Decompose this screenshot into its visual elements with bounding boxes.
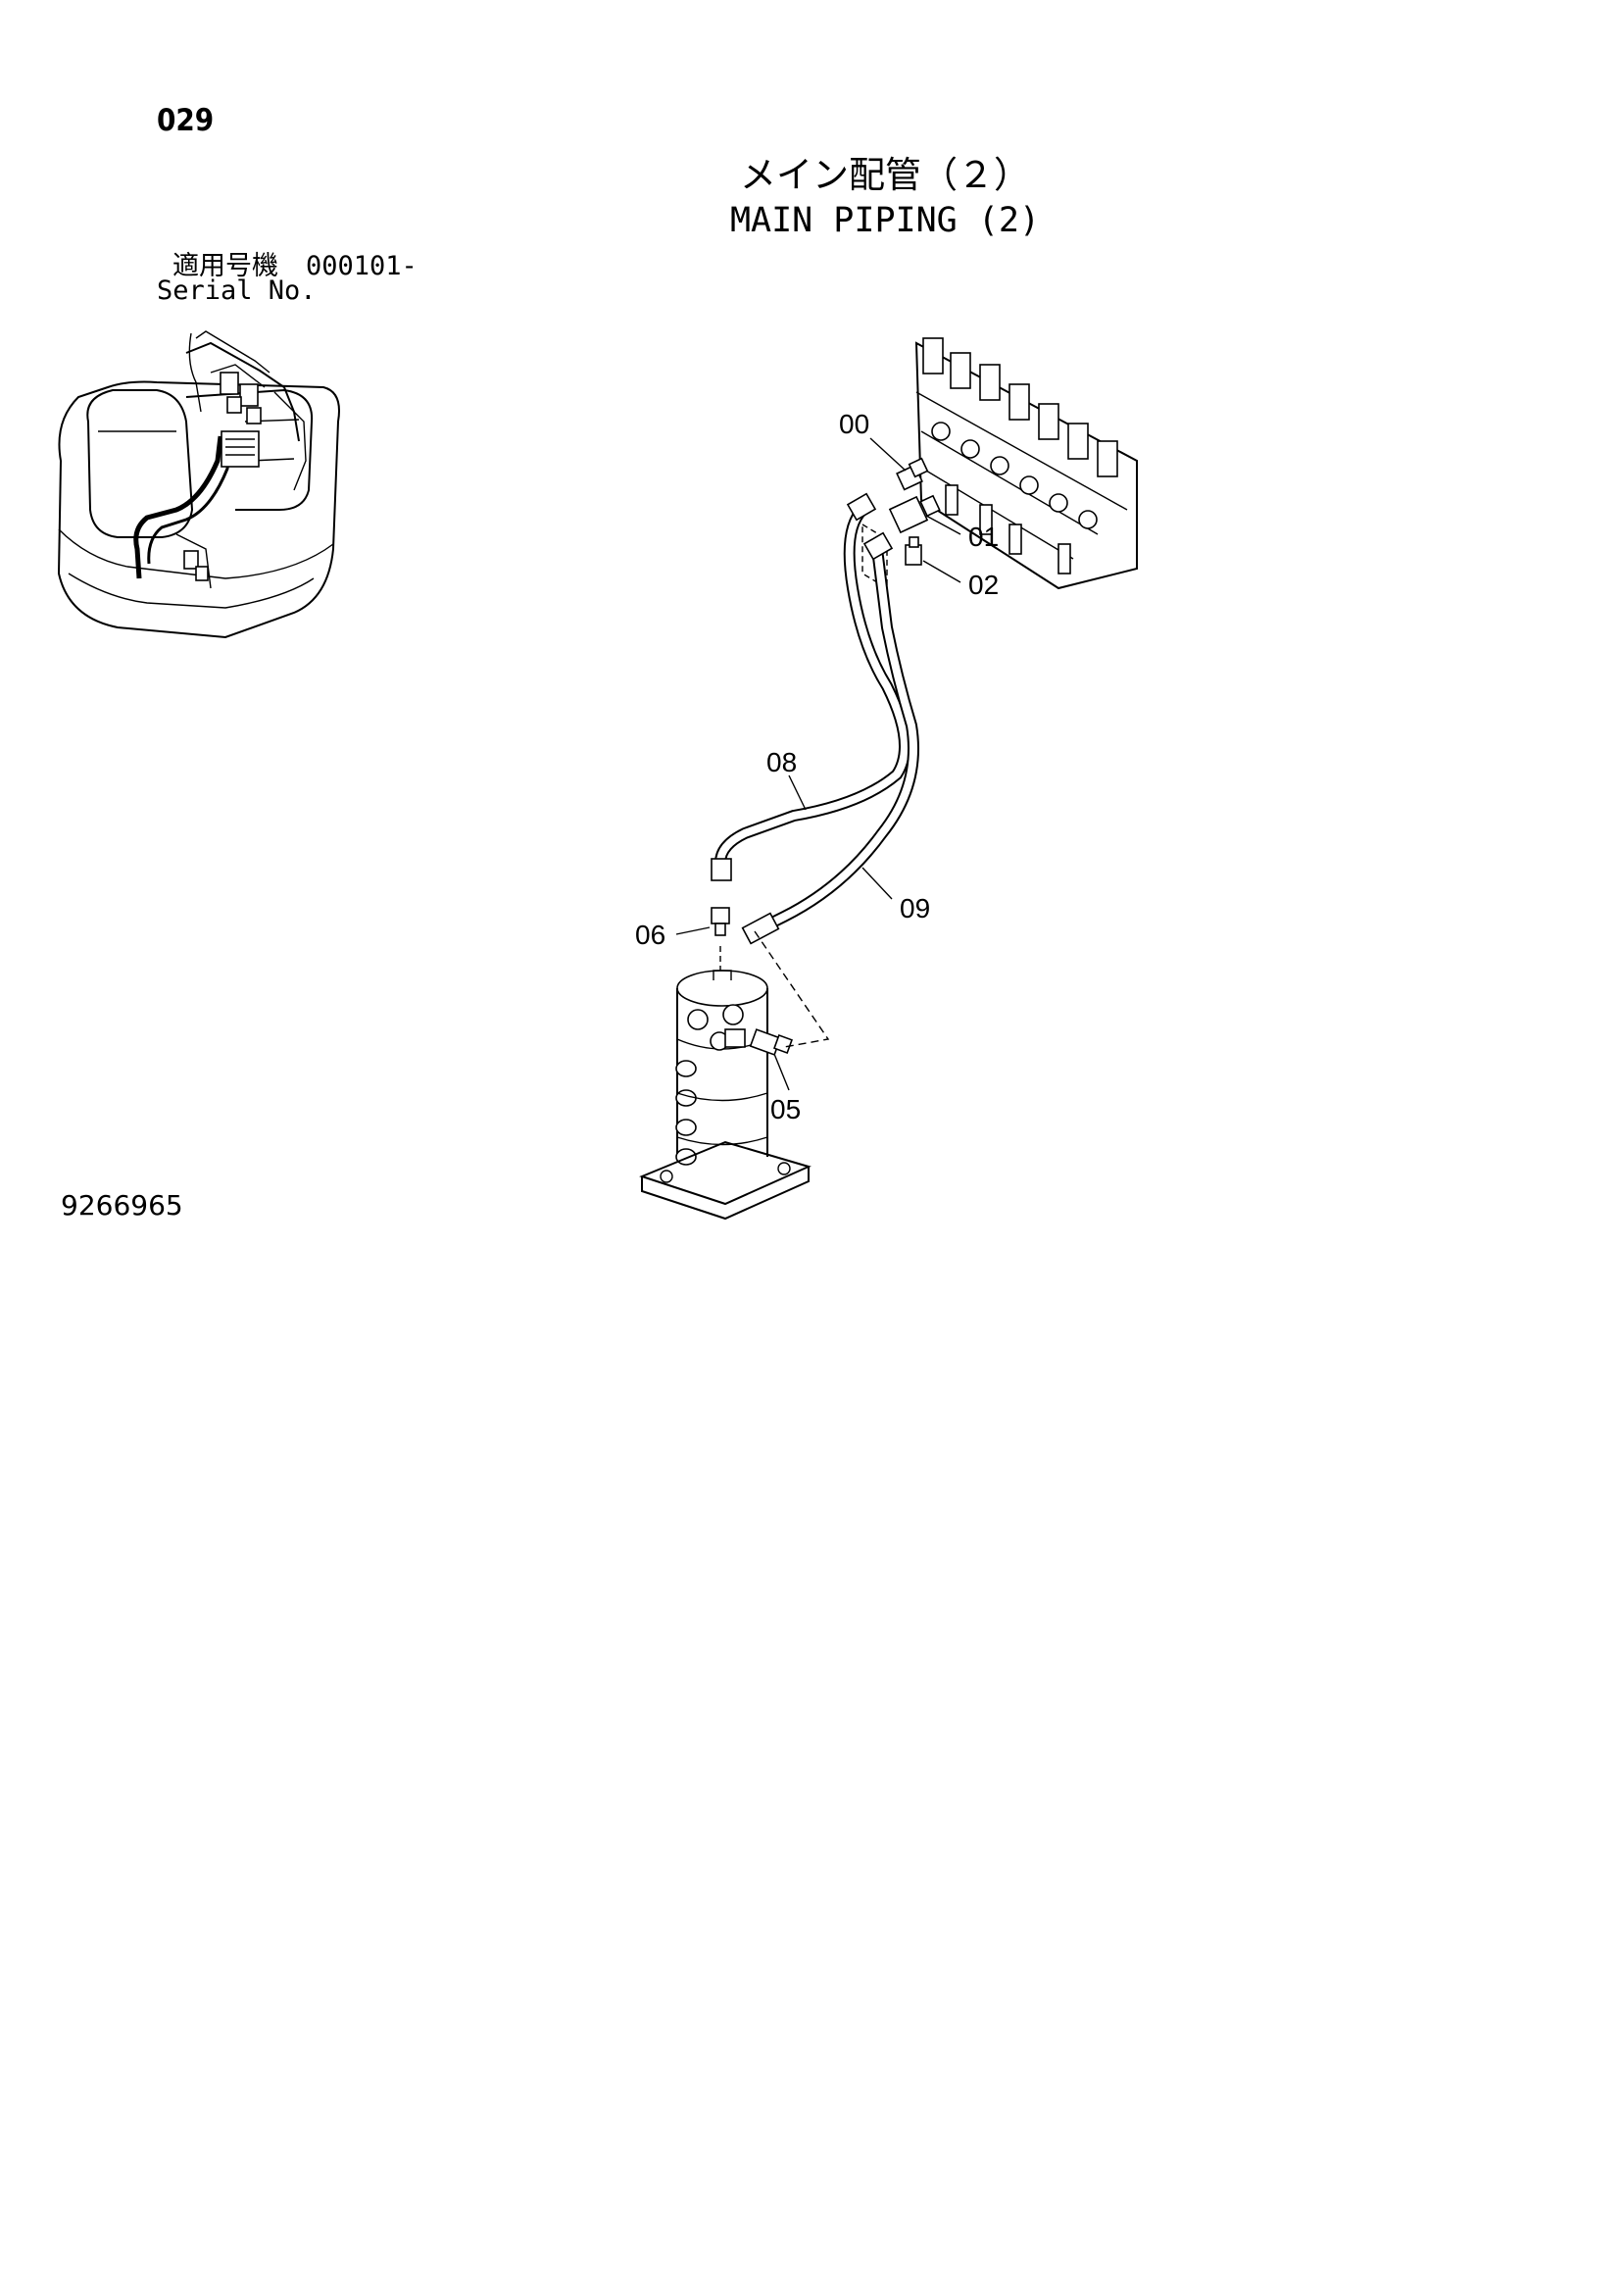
serial-label-japanese: 適用号機 (172, 251, 278, 281)
callout-00: 00 (839, 409, 869, 439)
machine-overview-thumbnail (57, 330, 340, 639)
hose-09 (741, 531, 919, 945)
fitting-05 (749, 1028, 793, 1056)
page-title-japanese: メイン配管（２） (740, 154, 1030, 196)
callout-01: 01 (968, 522, 999, 552)
serial-number-range: 000101- (306, 251, 418, 281)
callout-02: 02 (968, 570, 999, 600)
page-title-english: MAIN PIPING (2) (729, 201, 1041, 240)
fitting-06 (711, 907, 730, 936)
callout-09: 09 (900, 893, 930, 923)
serial-label-english: Serial No. (157, 275, 317, 306)
document-number: 9266965 (61, 1189, 183, 1222)
callout-05: 05 (770, 1094, 801, 1124)
callout-08: 08 (766, 747, 797, 777)
page-number: 029 (157, 103, 215, 138)
fitting-02 (905, 536, 922, 566)
fitting-00 (896, 457, 929, 491)
callout-06: 06 (635, 920, 665, 950)
hose-08 (711, 492, 910, 881)
fitting-01 (888, 494, 941, 534)
control-valve-assembly (914, 337, 1138, 590)
center-joint (639, 970, 812, 1221)
